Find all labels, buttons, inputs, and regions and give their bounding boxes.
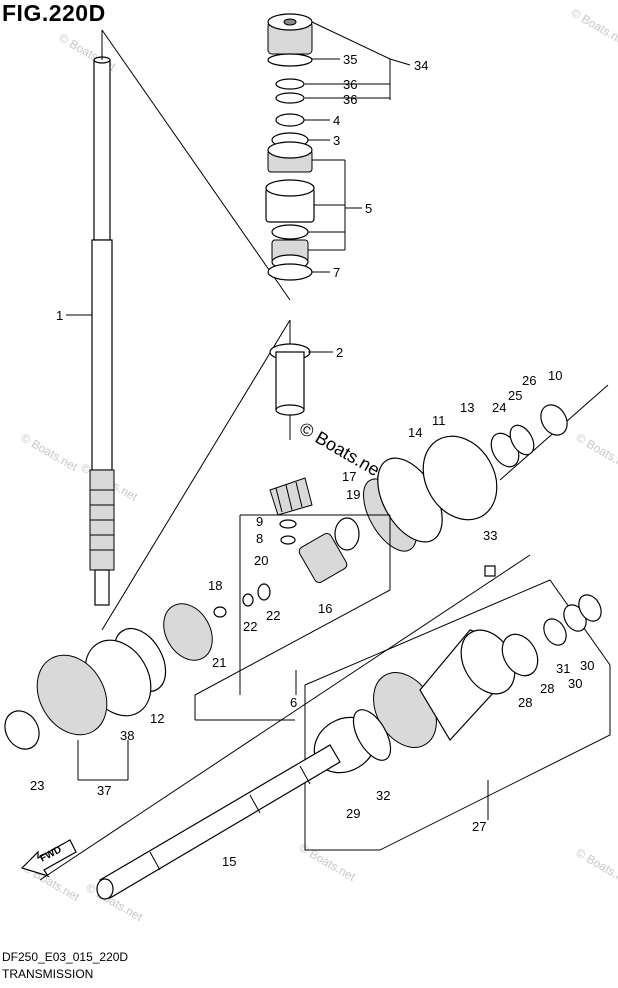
bearing-stack bbox=[265, 13, 315, 281]
callout-29: 29 bbox=[346, 806, 360, 821]
callout-1: 1 bbox=[56, 308, 63, 323]
watermark: © Boats.net bbox=[574, 845, 618, 889]
diagram-caption: TRANSMISSION bbox=[2, 967, 94, 981]
callout-18: 18 bbox=[208, 578, 222, 593]
callout-4: 4 bbox=[333, 113, 340, 128]
callout-19: 19 bbox=[346, 487, 360, 502]
callout-37: 37 bbox=[97, 783, 111, 798]
sleeve-part-2 bbox=[269, 343, 311, 416]
callout-20: 20 bbox=[254, 553, 268, 568]
callout-8: 8 bbox=[256, 531, 263, 546]
leader-lines bbox=[66, 21, 489, 820]
callout-22a: 22 bbox=[243, 619, 257, 634]
propeller-shaft-part-15 bbox=[96, 744, 341, 900]
callout-7: 7 bbox=[333, 265, 340, 280]
watermark: © Boats.net bbox=[569, 5, 618, 49]
callout-9: 9 bbox=[256, 514, 263, 529]
watermark: © Boats.net bbox=[297, 840, 359, 884]
watermark: © Boats.net bbox=[19, 430, 81, 474]
forward-gear-part-19 bbox=[363, 404, 568, 552]
callout-17: 17 bbox=[342, 469, 356, 484]
callout-5: 5 bbox=[365, 201, 372, 216]
callout-30b: 30 bbox=[568, 676, 582, 691]
callout-21: 21 bbox=[212, 655, 226, 670]
callout-2: 2 bbox=[336, 345, 343, 360]
callout-14: 14 bbox=[408, 425, 422, 440]
clutch-dog-part-16 bbox=[257, 517, 360, 601]
callout-26: 26 bbox=[522, 373, 536, 388]
reverse-gear-part-21 bbox=[4, 593, 254, 750]
callout-33: 33 bbox=[483, 528, 497, 543]
callout-labels: 1 2 3 4 5 6 7 8 9 10 11 12 13 14 15 16 1… bbox=[30, 52, 594, 869]
callout-27: 27 bbox=[472, 819, 486, 834]
callout-10: 10 bbox=[548, 368, 562, 383]
callout-25: 25 bbox=[508, 388, 522, 403]
diagram-code: DF250_E03_015_220D bbox=[2, 950, 129, 964]
callout-3: 3 bbox=[333, 133, 340, 148]
callout-28b: 28 bbox=[518, 695, 532, 710]
figure-title: FIG.220D bbox=[2, 0, 106, 26]
callout-6: 6 bbox=[290, 695, 297, 710]
callout-24: 24 bbox=[492, 400, 506, 415]
guide-lines bbox=[39, 29, 609, 881]
callout-36a: 36 bbox=[343, 77, 357, 92]
callout-15: 15 bbox=[222, 854, 236, 869]
callout-23: 23 bbox=[30, 778, 44, 793]
callout-11: 11 bbox=[432, 413, 446, 428]
watermark: © Boats.net bbox=[574, 430, 618, 474]
callout-35: 35 bbox=[343, 52, 357, 67]
drive-shaft-part-1 bbox=[89, 30, 115, 606]
callout-28a: 28 bbox=[540, 681, 554, 696]
callout-31: 31 bbox=[556, 661, 570, 676]
callout-12: 12 bbox=[150, 711, 164, 726]
callout-13: 13 bbox=[460, 400, 474, 415]
callout-34: 34 bbox=[414, 58, 428, 73]
pinion-gear bbox=[269, 477, 313, 545]
callout-36b: 36 bbox=[343, 92, 357, 107]
fwd-direction-badge: FWD bbox=[20, 839, 77, 878]
callout-30a: 30 bbox=[580, 658, 594, 673]
callout-22b: 22 bbox=[266, 608, 280, 623]
propshaft-housing-part-27 bbox=[304, 565, 611, 851]
callout-16: 16 bbox=[318, 601, 332, 616]
callout-38: 38 bbox=[120, 728, 134, 743]
callout-32: 32 bbox=[376, 788, 390, 803]
